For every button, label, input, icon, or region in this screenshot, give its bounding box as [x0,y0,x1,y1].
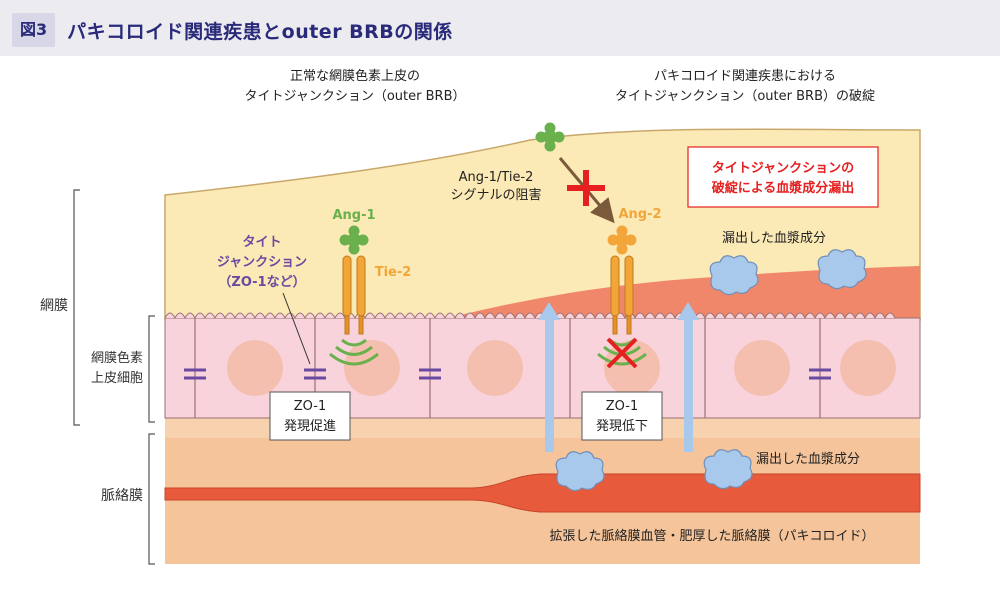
ang2-on-receptor [607,225,637,255]
tj-label-1: タイト [242,235,281,250]
zo1-down-1: ZO-1 [606,399,638,414]
signal-blocked-x [606,337,638,369]
figure-header: 図3 パキコロイド関連疾患とouter BRBの関係 [12,10,453,50]
label-rpe-1: 網膜色素 [91,350,143,366]
zo1-up-1: ZO-1 [294,399,326,414]
zo1-up-2: 発現促進 [284,419,336,434]
caption-disease-2: タイトジャンクション（outer BRB）の破綻 [615,89,875,104]
subretinal-fluid [440,266,920,320]
label-tie2: Tie-2 [375,265,412,280]
leak-box-2: 破綻による血漿成分漏出 [712,180,855,196]
tight-junction-markers [184,368,831,380]
leak-box [687,146,879,208]
caption-disease-1: パキコロイド関連疾患における [654,69,836,84]
caption-normal-1: 正常な網膜色素上皮の [290,68,420,84]
tie2-receptor-disease [610,255,634,335]
figure-title: パキコロイド関連疾患とouter BRBの関係 [67,20,453,43]
signal-block-1: Ang-1/Tie-2 [459,170,534,185]
block-cross [567,170,605,206]
zo1-down-box [581,391,663,441]
label-ang2: Ang-2 [618,207,661,222]
tie2-receptor-normal [342,255,366,335]
label-plasma-lower: 漏出した血漿成分 [756,451,860,467]
ang1-molecule-top [535,122,565,152]
side-brackets [73,189,155,565]
leak-arrows [538,302,699,452]
signal-block-2: シグナルの阻害 [450,187,541,203]
zo1-down-2: 発現低下 [596,419,648,434]
leak-box-1: タイトジャンクションの [712,161,854,176]
label-ang1: Ang-1 [332,208,375,223]
plasma-clouds-upper [709,249,867,296]
caption-normal-2: タイトジャンクション（outer BRB） [245,89,466,104]
tj-pointer [282,292,311,365]
label-bottom: 拡張した脈絡膜血管・肥厚した脈絡膜（パキコロイド） [549,528,874,544]
label-plasma-upper: 漏出した血漿成分 [722,230,826,246]
plasma-clouds-lower [555,449,753,492]
tj-label-2: ジャンクション [217,255,307,270]
tj-label-3: （ZO-1など） [218,274,305,290]
label-rpe-2: 上皮細胞 [91,371,143,386]
signal-waves-normal [329,338,379,366]
bruch-membrane [165,418,920,438]
label-choroid: 脈絡膜 [101,488,143,504]
zo1-up-box [269,391,351,441]
ang1-on-receptor [339,225,369,255]
figure-number: 図3 [12,13,56,47]
label-retina: 網膜 [40,298,68,314]
